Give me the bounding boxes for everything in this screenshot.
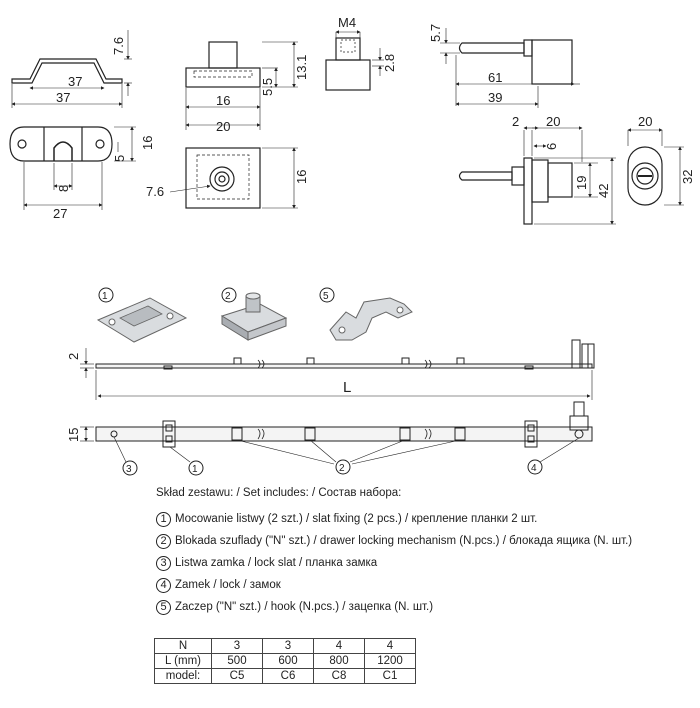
table-cell: C6 xyxy=(262,668,314,684)
callout-4-bottom: 4 xyxy=(527,459,543,475)
svg-text:4: 4 xyxy=(531,463,537,474)
dim-hook-height: 7.6 xyxy=(111,37,126,55)
table-cell: C1 xyxy=(364,668,416,684)
slat-top-view xyxy=(80,339,595,400)
table-row-label: L (mm) xyxy=(154,653,212,669)
legend-number: 4 xyxy=(156,577,171,593)
part-5-hook xyxy=(329,297,413,341)
dim-block-h1: 5.5 xyxy=(260,78,275,96)
legend-text: Mocowanie listwy (2 szt.) / slat fixing … xyxy=(175,513,538,525)
callout-2-bottom: 2 xyxy=(335,459,351,475)
table-cell: 500 xyxy=(211,653,263,669)
table-cell: C8 xyxy=(313,668,365,684)
legend-number: 1 xyxy=(156,511,171,527)
block-front-view xyxy=(185,41,298,130)
dim-block-hole: 7.6 xyxy=(146,184,164,199)
callout-1-top: 1 xyxy=(98,287,114,303)
dim-block-side: 16 xyxy=(294,170,309,184)
dim-lock-top: 5.7 xyxy=(428,24,443,42)
legend-text: Zamek / lock / замок xyxy=(175,579,281,591)
lock-side-view xyxy=(458,126,616,225)
dim-block-h3: 2.8 xyxy=(382,54,397,72)
table-row-label: N xyxy=(154,638,212,654)
callout-3-bottom: 3 xyxy=(122,460,138,476)
svg-text:1: 1 xyxy=(192,464,198,475)
table-row: L (mm) 500 600 800 1200 xyxy=(154,653,416,669)
table-cell: 800 xyxy=(313,653,365,669)
model-table: N 3 3 4 4 L (mm) 500 600 800 1200 model:… xyxy=(154,638,416,684)
hook-top-view xyxy=(9,126,136,210)
dim-hook-width: 27 xyxy=(53,206,67,221)
lock-face-view xyxy=(627,128,684,206)
dim-hook-hole: 8 xyxy=(56,185,71,192)
dim-slat-height: 15 xyxy=(66,428,81,442)
table-cell: 1200 xyxy=(364,653,416,669)
dim-block-h2: 13.1 xyxy=(294,55,309,80)
legend-number: 2 xyxy=(156,533,171,549)
dim-lock-face-w: 20 xyxy=(638,114,652,129)
table-cell: 600 xyxy=(262,653,314,669)
dim-lock-d: 19 xyxy=(574,176,589,190)
legend-title: Skład zestawu: / Set includes: / Состав … xyxy=(156,487,402,499)
dim-lock-b: 20 xyxy=(546,114,560,129)
dim-lock-e: 42 xyxy=(596,184,611,198)
dim-block-w2: 20 xyxy=(216,119,230,134)
table-cell: 4 xyxy=(364,638,416,654)
legend-item-5: 5 Zaczep ("N" szt.) / hook (N.pcs.) / за… xyxy=(156,596,636,618)
block-top-view xyxy=(169,147,298,209)
dim-hook-outer: 37 xyxy=(56,90,70,105)
part-2-drawer-block xyxy=(220,292,288,341)
dim-hook-side: 16 xyxy=(140,136,155,150)
svg-text:2: 2 xyxy=(225,291,231,302)
legend-number: 5 xyxy=(156,599,171,615)
legend-text: Zaczep ("N" szt.) / hook (N.pcs.) / заце… xyxy=(175,601,434,613)
table-row: N 3 3 4 4 xyxy=(154,638,416,654)
legend-text: Blokada szuflady ("N" szt.) / drawer loc… xyxy=(175,535,633,547)
legend-text: Listwa zamka / lock slat / планка замка xyxy=(175,557,378,569)
dim-hook-slot: 5 xyxy=(112,155,127,162)
dim-lock-len1: 61 xyxy=(488,70,502,85)
table-row-label: model: xyxy=(154,668,212,684)
slat-front-view xyxy=(80,401,593,465)
dim-lock-c: 6 xyxy=(544,143,559,150)
callout-2-top: 2 xyxy=(221,287,237,303)
dim-lock-a: 2 xyxy=(512,114,519,129)
legend-item-4: 4 Zamek / lock / замок xyxy=(156,574,636,596)
lock-top-view xyxy=(440,28,580,108)
dim-lock-face-h: 32 xyxy=(680,170,695,184)
part-1-slat-fixing xyxy=(96,297,188,343)
dim-length: L xyxy=(343,379,351,396)
dim-hook-inner: 37 xyxy=(68,74,82,89)
hook-side-view xyxy=(11,30,132,108)
callout-5-top: 5 xyxy=(319,287,335,303)
dim-slat-thick: 2 xyxy=(66,353,81,360)
svg-text:5: 5 xyxy=(323,291,329,302)
dim-lock-len2: 39 xyxy=(488,90,502,105)
table-cell: 3 xyxy=(211,638,263,654)
table-row: model: C5 C6 C8 C1 xyxy=(154,668,416,684)
table-cell: 3 xyxy=(262,638,314,654)
table-cell: C5 xyxy=(211,668,263,684)
svg-text:3: 3 xyxy=(126,464,132,475)
legend-item-2: 2 Blokada szuflady ("N" szt.) / drawer l… xyxy=(156,530,636,552)
block-side-view xyxy=(325,30,384,91)
svg-text:2: 2 xyxy=(339,463,345,474)
legend-number: 3 xyxy=(156,555,171,571)
legend-item-3: 3 Listwa zamka / lock slat / планка замк… xyxy=(156,552,636,574)
table-cell: 4 xyxy=(313,638,365,654)
legend-item-1: 1 Mocowanie listwy (2 szt.) / slat fixin… xyxy=(156,508,636,530)
set-includes-legend: Skład zestawu: / Set includes: / Состав … xyxy=(156,487,636,618)
svg-text:1: 1 xyxy=(102,291,108,302)
callout-1-bottom: 1 xyxy=(188,460,204,476)
dim-block-thread: M4 xyxy=(338,15,356,30)
dim-block-w1: 16 xyxy=(216,93,230,108)
